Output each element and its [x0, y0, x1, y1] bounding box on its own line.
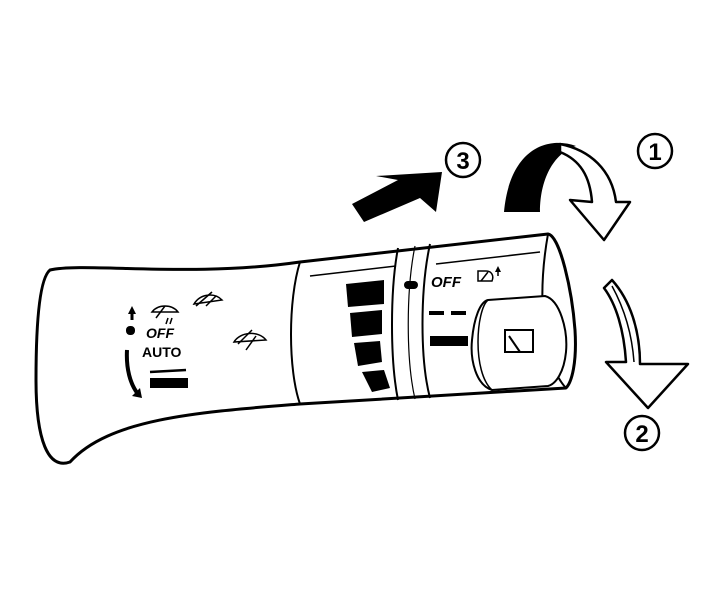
svg-text:1: 1	[648, 139, 661, 166]
rotate-up-arrow-icon	[504, 142, 632, 242]
rear-wiper-knob-face	[477, 299, 493, 391]
intermittent-wiper-icon	[192, 291, 224, 307]
ring-off-dot	[404, 281, 418, 289]
collar-down-arrow-icon	[124, 349, 142, 398]
ring-bar	[430, 336, 468, 346]
push-arrow-icon	[352, 172, 442, 222]
collar-dash	[149, 368, 187, 374]
callout-1: 1	[636, 132, 674, 170]
rotate-down-arrow-icon	[602, 278, 690, 410]
collar-bar	[150, 378, 188, 388]
wiper-icon	[232, 329, 268, 351]
ring-divider-3	[407, 245, 416, 400]
ring-top-line	[435, 251, 541, 265]
arrow-up-icon	[128, 306, 136, 320]
rotate-up-arrow-outline	[558, 142, 632, 242]
mist-wiper-icon	[150, 305, 180, 325]
rotate-down-arrow-inner	[611, 285, 635, 363]
speed-block	[350, 310, 382, 337]
callout-2: 2	[623, 414, 661, 452]
wiper-lever: OFF	[34, 232, 577, 465]
rear-wiper-washer-icon	[477, 266, 501, 282]
collar-top-line	[309, 265, 397, 277]
push-arrow-shape	[352, 172, 442, 222]
callout-3: 3	[444, 141, 482, 179]
speed-block	[346, 280, 384, 307]
speed-indicator-blocks	[346, 280, 390, 392]
collar-off-label: OFF	[146, 325, 174, 341]
speed-block	[354, 341, 382, 366]
collar-edge	[290, 261, 301, 405]
collar-auto-label: AUTO	[142, 344, 182, 360]
ring-off-label: OFF	[431, 274, 462, 291]
ring-divider-2	[421, 243, 431, 399]
rotate-up-arrow-black	[504, 142, 576, 212]
ring-divider-1	[391, 247, 399, 401]
speed-block	[362, 370, 390, 392]
collar-off-dot	[126, 326, 135, 335]
svg-text:2: 2	[635, 421, 648, 448]
rear-wiper-icon	[504, 329, 534, 353]
rotate-down-arrow-outline	[602, 278, 690, 410]
svg-text:3: 3	[456, 148, 469, 175]
